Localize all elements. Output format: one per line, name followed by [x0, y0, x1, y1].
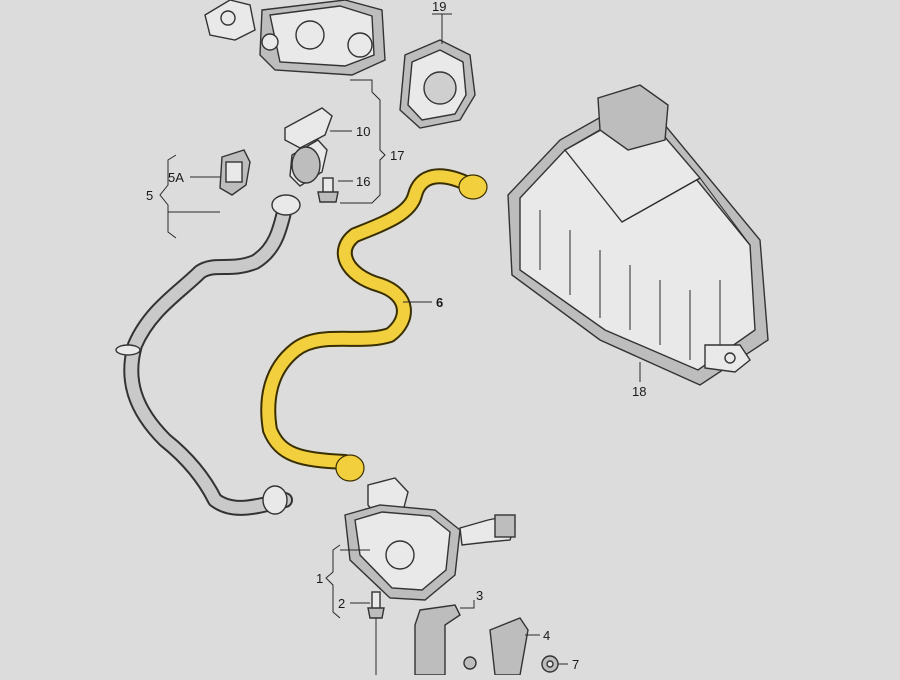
yellow-hose-icon	[260, 168, 478, 470]
clip-icon	[489, 617, 529, 676]
label-7: 7	[572, 657, 579, 672]
label-6: 6	[436, 295, 443, 310]
label-19: 19	[432, 0, 446, 14]
label-4: 4	[543, 628, 550, 643]
nut-icon	[541, 655, 559, 673]
connector-pipe-icon	[284, 107, 333, 187]
label-3: 3	[476, 588, 483, 603]
label-5a: 5A	[168, 170, 184, 185]
label-17: 17	[390, 148, 404, 163]
label-16: 16	[356, 174, 370, 189]
label-1: 1	[316, 571, 323, 586]
label-2: 2	[338, 596, 345, 611]
bracket-icon	[414, 604, 461, 676]
screw-icon	[367, 591, 385, 619]
label-5: 5	[146, 188, 153, 203]
pump-icon	[344, 477, 516, 601]
air-filter-housing-icon	[507, 84, 769, 386]
label-18: 18	[632, 384, 646, 399]
label-10: 10	[356, 124, 370, 139]
egr-valve-icon	[204, 0, 386, 76]
bolt-icon	[317, 177, 339, 203]
throttle-flange-icon	[399, 39, 476, 129]
sensor-icon	[219, 149, 251, 196]
